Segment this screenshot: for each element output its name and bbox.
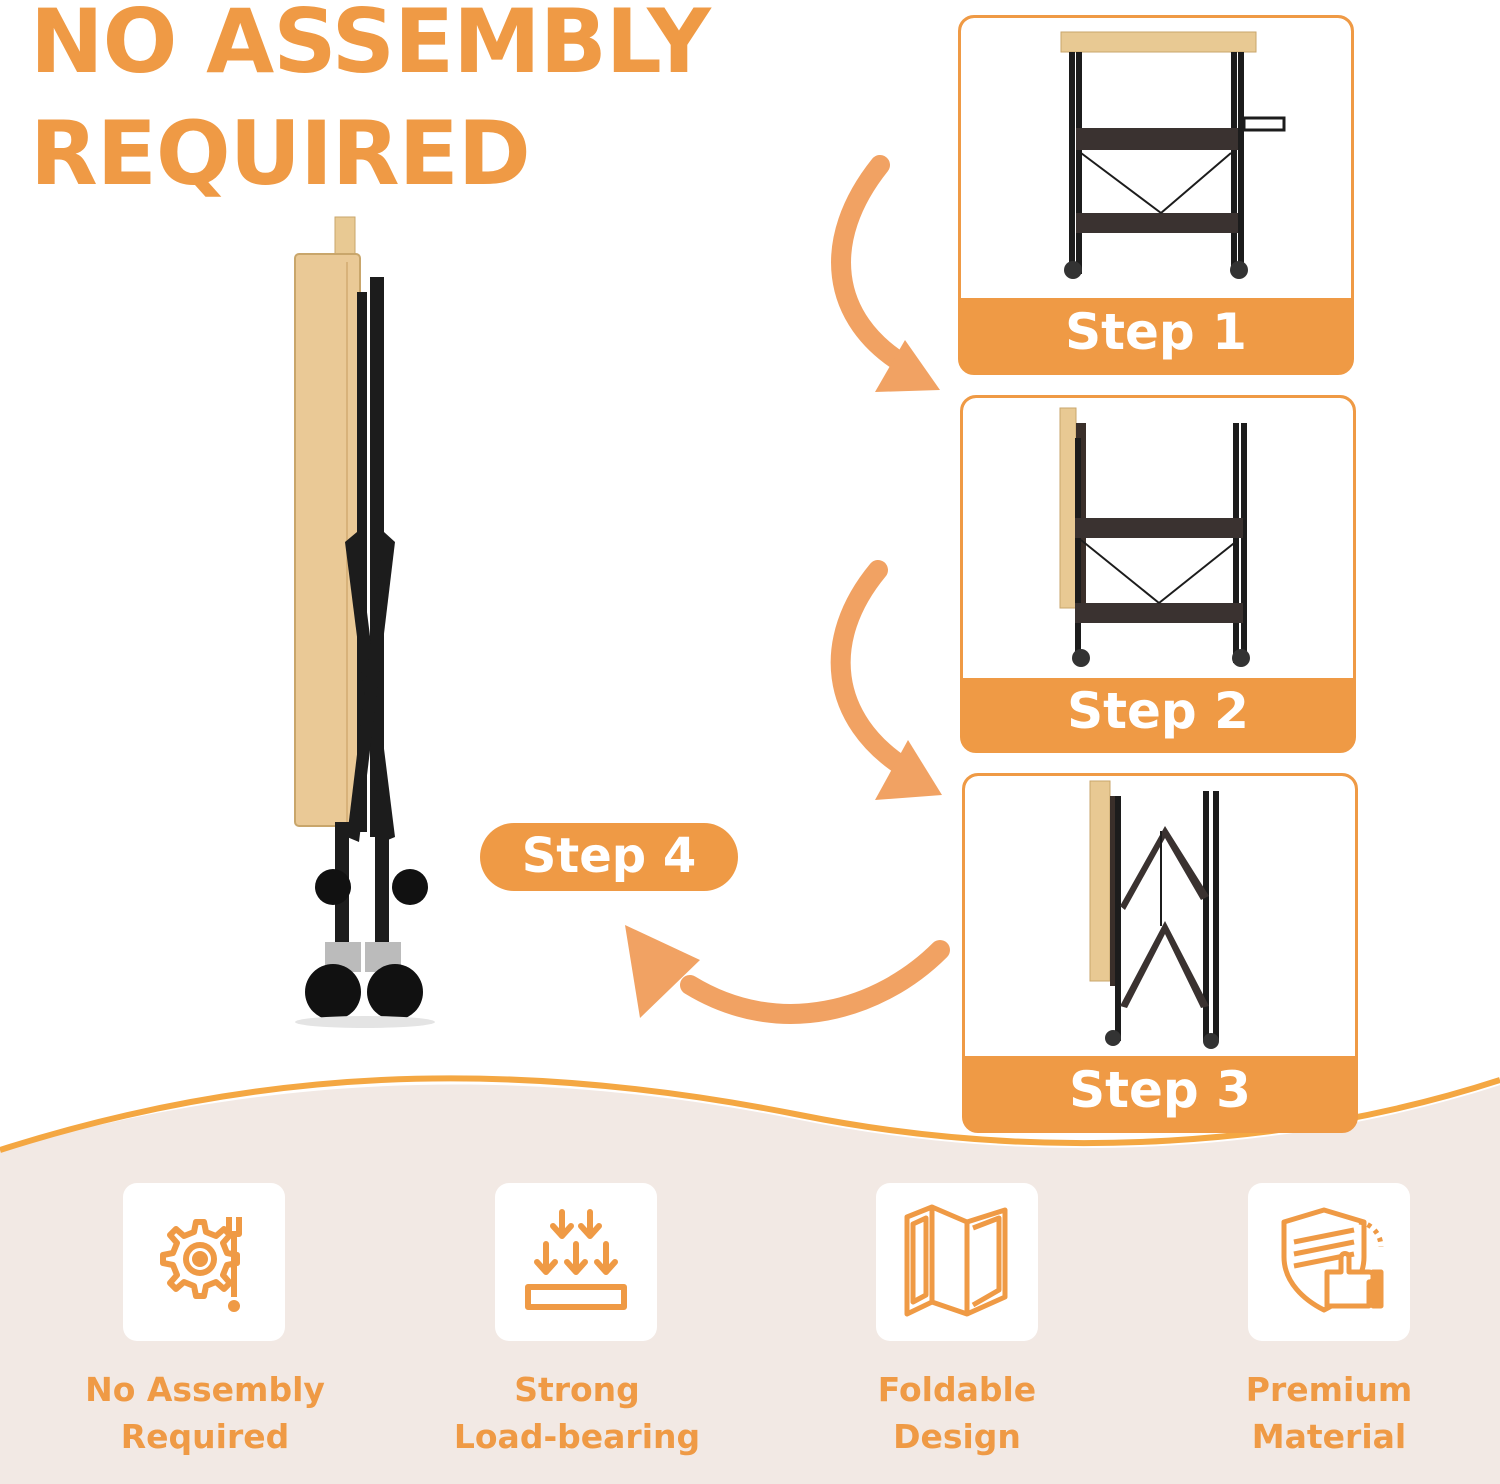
- step-2-card: Step 2: [960, 395, 1356, 753]
- step-4-label: Step 4: [480, 823, 738, 891]
- footer-background: [0, 1084, 1500, 1484]
- step-2-label: Step 2: [1067, 682, 1249, 740]
- feature-1-line-1: No Assembly: [85, 1370, 325, 1409]
- step-1-card: Step 1: [958, 15, 1354, 375]
- step-1-label: Step 1: [1065, 303, 1247, 361]
- page-headline: NO ASSEMBLY REQUIRED: [30, 0, 711, 210]
- feature-1-line-2: Required: [120, 1417, 290, 1456]
- step-2-cart-image: [963, 398, 1353, 678]
- feature-box-foldable: [876, 1183, 1038, 1341]
- headline-line-1: NO ASSEMBLY: [30, 0, 711, 93]
- curved-arrow-2-icon: [830, 560, 915, 778]
- feature-3-line-2: Design: [893, 1417, 1021, 1456]
- feature-label-load-bearing: Strong Load-bearing: [407, 1366, 747, 1460]
- curved-arrow-1-icon: [831, 155, 915, 375]
- feature-2-line-2: Load-bearing: [453, 1417, 701, 1456]
- step-3-cart-image: [965, 776, 1355, 1056]
- curved-arrow-3-icon: [680, 940, 950, 1024]
- shield-thumbs-up-icon: [1281, 1207, 1384, 1313]
- feature-2-line-1: Strong: [514, 1370, 640, 1409]
- feature-box-no-assembly: [123, 1183, 285, 1341]
- headline-line-2: REQUIRED: [30, 102, 531, 205]
- feature-box-load-bearing: [495, 1183, 657, 1341]
- feature-label-foldable: Foldable Design: [787, 1366, 1127, 1460]
- folded-cart-image: [294, 216, 435, 1028]
- feature-label-no-assembly: No Assembly Required: [35, 1366, 375, 1460]
- gear-wrench-icon: [160, 1217, 242, 1312]
- folding-panels-icon: [904, 1204, 1008, 1317]
- step-3-label: Step 3: [1069, 1061, 1251, 1119]
- feature-4-line-2: Material: [1251, 1417, 1407, 1456]
- feature-4-line-1: Premium: [1245, 1370, 1413, 1409]
- step-3-card: Step 3: [962, 773, 1358, 1133]
- load-arrows-icon: [525, 1209, 627, 1310]
- step-1-cart-image: [961, 18, 1351, 298]
- feature-label-premium: Premium Material: [1159, 1366, 1499, 1460]
- feature-3-line-1: Foldable: [877, 1370, 1037, 1409]
- feature-box-premium: [1248, 1183, 1410, 1341]
